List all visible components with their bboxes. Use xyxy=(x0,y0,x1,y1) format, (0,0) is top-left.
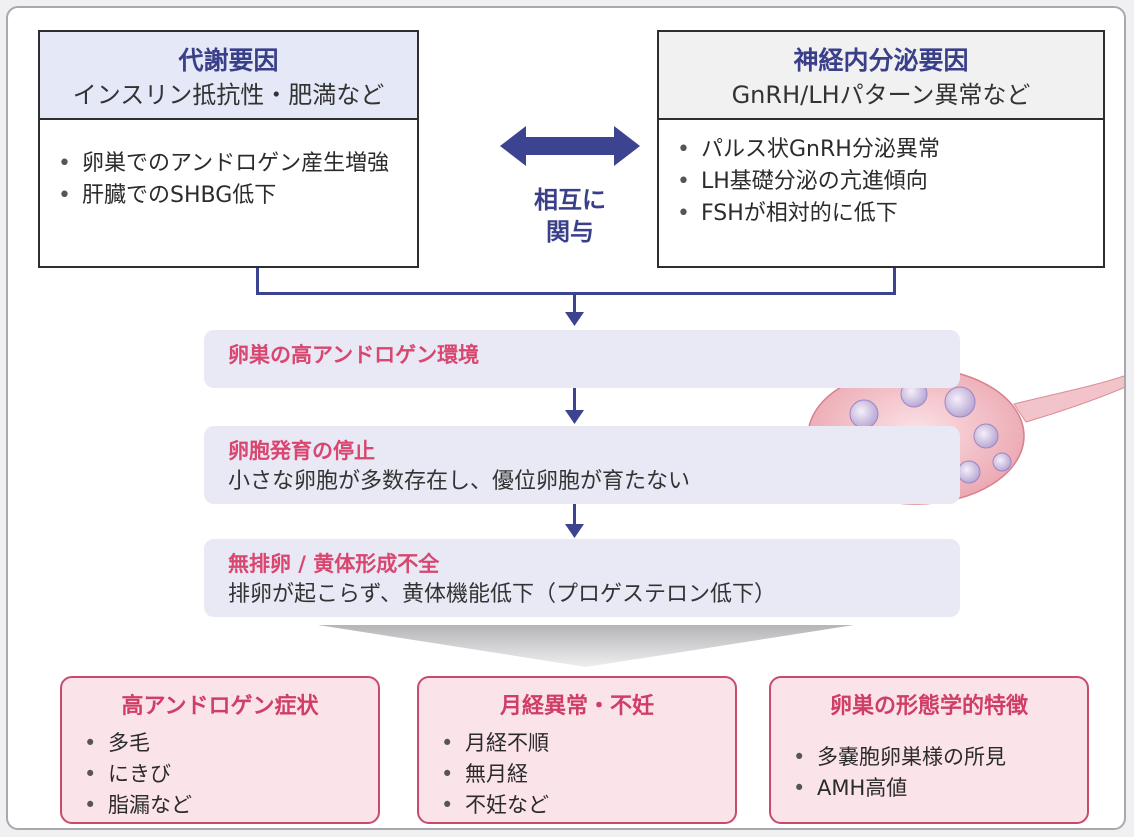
flow-step-2-title: 卵胞発育の停止 xyxy=(228,439,375,463)
down-arrow-icon xyxy=(565,524,584,538)
interaction-label-line1: 相互に xyxy=(534,186,606,214)
funnel-arrow-icon xyxy=(318,625,854,667)
outcome-item: 月経不順 xyxy=(441,728,735,759)
down-arrow-icon xyxy=(565,312,584,326)
flow-step-2-desc: 小さな卵胞が多数存在し、優位卵胞が育たない xyxy=(228,469,691,494)
neuroendocrine-factors-title: 神経内分泌要因 xyxy=(793,46,969,75)
down-arrow-icon xyxy=(565,410,584,424)
outcome-item: 多嚢胞卵巣様の所見 xyxy=(793,742,1087,773)
outcome-menstrual-infertility-list: 月経不順 無月経 不妊など xyxy=(419,728,735,821)
metabolic-factors-header: 代謝要因 インスリン抵抗性・肥満など xyxy=(40,32,417,120)
diagram-canvas: 代謝要因 インスリン抵抗性・肥満など 卵巣でのアンドロゲン産生増強 肝臓でのSH… xyxy=(6,6,1126,830)
outcome-ovarian-morphology-list: 多嚢胞卵巣様の所見 AMH高値 xyxy=(771,742,1087,804)
outcome-hyperandrogenism: 高アンドロゲン症状 多毛 にきび 脂漏など xyxy=(60,676,380,824)
connector-down-2 xyxy=(573,388,576,412)
interaction-label-line2: 関与 xyxy=(546,218,594,246)
metabolic-factors-box: 代謝要因 インスリン抵抗性・肥満など 卵巣でのアンドロゲン産生増強 肝臓でのSH… xyxy=(38,30,419,268)
connector-down-3 xyxy=(573,504,576,526)
outcome-ovarian-morphology: 卵巣の形態学的特徴 多嚢胞卵巣様の所見 AMH高値 xyxy=(769,676,1089,824)
connector-down-1 xyxy=(573,292,576,314)
neuroendocrine-factors-list: パルス状GnRH分泌異常 LH基礎分泌の亢進傾向 FSHが相対的に低下 xyxy=(659,120,1103,230)
outcome-ovarian-morphology-title: 卵巣の形態学的特徴 xyxy=(829,694,1028,719)
interaction-label: 相互に 関与 xyxy=(508,184,632,248)
outcome-menstrual-infertility-title: 月経異常・不妊 xyxy=(499,694,654,719)
neuroendocrine-factors-header: 神経内分泌要因 GnRH/LHパターン異常など xyxy=(659,32,1103,120)
outcome-item: 無月経 xyxy=(441,759,735,790)
outcome-menstrual-infertility: 月経異常・不妊 月経不順 無月経 不妊など xyxy=(417,676,737,824)
metabolic-factor-item: 肝臓でのSHBG低下 xyxy=(58,180,417,212)
metabolic-factors-title: 代謝要因 xyxy=(178,46,279,75)
flow-step-3-title: 無排卵 / 黄体形成不全 xyxy=(228,552,440,576)
neuroendocrine-factor-item: FSHが相対的に低下 xyxy=(677,198,1103,230)
outcome-item: 多毛 xyxy=(84,728,378,759)
flow-step-3-desc: 排卵が起こらず、黄体機能低下（プロゲステロン低下） xyxy=(228,582,777,607)
outcome-item: 脂漏など xyxy=(84,790,378,821)
neuroendocrine-factors-box: 神経内分泌要因 GnRH/LHパターン異常など パルス状GnRH分泌異常 LH基… xyxy=(657,30,1105,268)
connector-left-drop xyxy=(256,268,259,294)
connector-right-drop xyxy=(893,268,896,294)
double-arrow-icon xyxy=(500,126,640,166)
metabolic-factor-item: 卵巣でのアンドロゲン産生増強 xyxy=(58,148,417,180)
outcome-item: AMH高値 xyxy=(793,773,1087,804)
neuroendocrine-factor-item: LH基礎分泌の亢進傾向 xyxy=(677,166,1103,198)
flow-step-3: 無排卵 / 黄体形成不全 排卵が起こらず、黄体機能低下（プロゲステロン低下） xyxy=(204,539,960,617)
outcome-item: 不妊など xyxy=(441,790,735,821)
flow-step-2: 卵胞発育の停止 小さな卵胞が多数存在し、優位卵胞が育たない xyxy=(204,426,960,504)
flow-step-1-title: 卵巣の高アンドロゲン環境 xyxy=(228,343,480,367)
metabolic-factors-subtitle: インスリン抵抗性・肥満など xyxy=(72,81,385,109)
neuroendocrine-factors-subtitle: GnRH/LHパターン異常など xyxy=(731,81,1031,109)
outcome-hyperandrogenism-list: 多毛 にきび 脂漏など xyxy=(62,728,378,821)
connector-horizontal xyxy=(256,292,896,295)
metabolic-factors-list: 卵巣でのアンドロゲン産生増強 肝臓でのSHBG低下 xyxy=(40,120,417,212)
outcome-hyperandrogenism-title: 高アンドロゲン症状 xyxy=(121,694,319,719)
neuroendocrine-factor-item: パルス状GnRH分泌異常 xyxy=(677,134,1103,166)
flow-step-1: 卵巣の高アンドロゲン環境 xyxy=(204,330,960,388)
outcome-item: にきび xyxy=(84,759,378,790)
